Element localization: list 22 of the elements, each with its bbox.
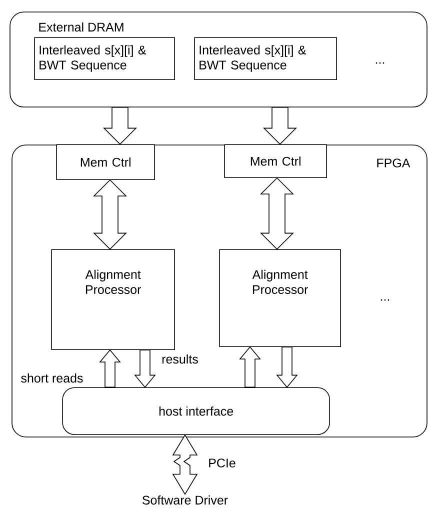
block-arrow [103, 107, 137, 145]
endpoint-label: Software Driver [142, 495, 228, 505]
memory-box: Interleaved s[x][i] & BWT Sequence [34, 37, 175, 80]
edge-label: PCIe [207, 458, 237, 468]
ellipsis: ... [376, 62, 384, 64]
ellipsis: ... [380, 299, 390, 301]
controller-box: Mem Ctrl [56, 144, 155, 180]
block-arrow [276, 346, 298, 388]
processor-box: Alignment Processor [51, 249, 175, 350]
edge-label: short reads [20, 372, 84, 384]
controller-box: Mem Ctrl [224, 144, 327, 178]
block-arrow [263, 107, 297, 145]
interface-box: host interface [62, 387, 330, 435]
block-arrow [99, 349, 121, 388]
edge-label: results [160, 353, 200, 365]
memory-box: Interleaved s[x][i] & BWT Sequence [194, 37, 337, 80]
panel-heading: External DRAM [39, 22, 124, 32]
block-arrow [134, 350, 156, 388]
panel [10, 12, 428, 108]
block-arrow [239, 346, 261, 388]
panel-heading: FPGA [377, 158, 410, 168]
processor-box: Alignment Processor [219, 249, 341, 347]
